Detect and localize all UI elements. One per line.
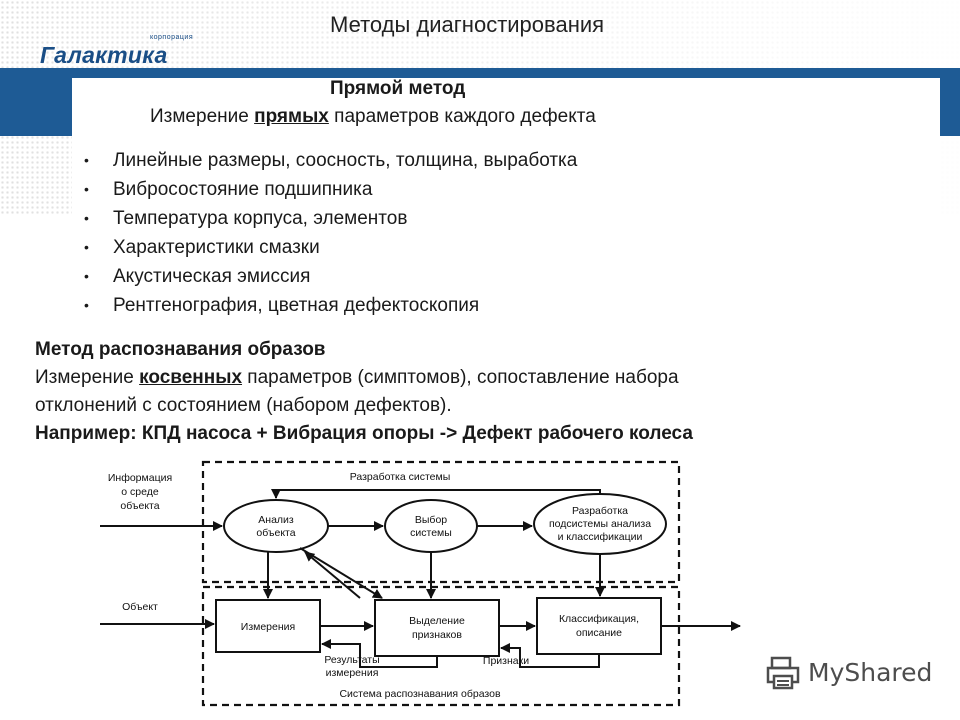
printer-icon <box>766 656 800 690</box>
arrow-box2-box1-return <box>321 639 438 668</box>
list-item-text: Вибросостояние подшипника <box>113 179 373 200</box>
box1-label: Измерения <box>241 621 295 633</box>
box-classification <box>536 597 662 655</box>
logo-main-text: Галактика <box>40 42 168 68</box>
results-label-line1: Результаты <box>324 654 379 666</box>
arrow-feedback-top <box>271 489 601 499</box>
input-info-line3: объекта <box>120 500 159 512</box>
bullet-icon: • <box>84 181 89 197</box>
input-info-line1: Информация <box>108 472 172 484</box>
myshared-watermark: MyShared <box>766 654 932 694</box>
list-item: • Акустическая эмиссия <box>84 262 577 291</box>
section-subtitle-direct: Измерение прямых параметров каждого дефе… <box>150 106 596 128</box>
subtitle-post: параметров каждого дефекта <box>328 106 596 127</box>
ellipse-system-choice <box>384 499 478 553</box>
recog-system-frame <box>201 585 681 707</box>
bullet-icon: • <box>84 239 89 255</box>
list-item-text: Температура корпуса, элементов <box>113 208 408 229</box>
box-feature-extraction <box>374 599 500 657</box>
ellipse3-line2: подсистемы анализа <box>549 518 651 530</box>
results-label-line2: измерения <box>326 667 379 679</box>
dev-system-label: Разработка системы <box>350 471 451 483</box>
ellipse-object-analysis <box>223 499 329 553</box>
direct-method-list: • Линейные размеры, соосность, толщина, в… <box>84 146 577 320</box>
recognition-description: Измерение косвенных параметров (симптомо… <box>35 364 935 392</box>
section-heading-recognition: Метод распознавания образов <box>35 339 326 360</box>
box2-line1: Выделение <box>409 615 465 627</box>
box2-line2: признаков <box>412 629 462 641</box>
galaktika-logo: корпорация Галактика <box>40 34 194 70</box>
recognition-description-line2: отклонений с состоянием (набором дефекто… <box>35 395 452 416</box>
pattern-recognition-section: Метод распознавания образов Измерение ко… <box>35 336 935 448</box>
box3-line1: Классификация, <box>559 613 639 625</box>
ellipse3-line1: Разработка <box>572 505 628 517</box>
example-line: Например: КПД насоса + Вибрация опоры ->… <box>35 423 693 444</box>
bullet-icon: • <box>84 268 89 284</box>
section-title-direct: Прямой метод <box>330 78 466 99</box>
ellipse2-line1: Выбор <box>415 514 447 526</box>
list-item-text: Линейные размеры, соосность, толщина, вы… <box>113 150 578 171</box>
input-info-line2: о среде <box>121 486 159 498</box>
subtitle-pre: Измерение <box>150 106 255 127</box>
recognition-diagram: Разработка системы Система распознавания… <box>100 460 741 707</box>
box3-line2: описание <box>576 627 622 639</box>
ellipse1-line2: объекта <box>256 527 295 539</box>
recog-system-label: Система распознавания образов <box>339 688 501 700</box>
desc-post: параметров (симптомов), сопоставление на… <box>242 367 679 388</box>
list-item: • Рентгенография, цветная дефектоскопия <box>84 291 577 320</box>
ellipse3-line3: и классификации <box>558 531 643 543</box>
subtitle-bold: прямых <box>254 106 329 127</box>
dev-system-frame <box>201 460 681 584</box>
list-item: • Линейные размеры, соосность, толщина, в… <box>84 146 577 175</box>
arrow-box3-box2-return <box>500 643 600 668</box>
bullet-icon: • <box>84 297 89 313</box>
arrow-e1-box2 <box>299 547 383 599</box>
arrow-box2-e1 <box>304 551 361 599</box>
list-item-text: Акустическая эмиссия <box>113 266 311 287</box>
desc-pre: Измерение <box>35 367 140 388</box>
list-item: • Характеристики смазки <box>84 233 577 262</box>
ellipse1-line1: Анализ <box>258 514 294 526</box>
features-label: Признаки <box>483 655 529 667</box>
bullet-icon: • <box>84 210 89 226</box>
input-object-label: Объект <box>122 601 158 613</box>
list-item: • Вибросостояние подшипника <box>84 175 577 204</box>
list-item-text: Характеристики смазки <box>113 237 320 258</box>
desc-bold: косвенных <box>139 367 243 388</box>
list-item: • Температура корпуса, элементов <box>84 204 577 233</box>
bullet-icon: • <box>84 152 89 168</box>
watermark-text: MyShared <box>808 658 933 687</box>
list-item-text: Рентгенография, цветная дефектоскопия <box>113 295 480 316</box>
page-title: Методы диагностирования <box>330 12 605 37</box>
logo-small-text: корпорация <box>150 34 194 41</box>
ellipse2-line2: системы <box>410 527 452 539</box>
